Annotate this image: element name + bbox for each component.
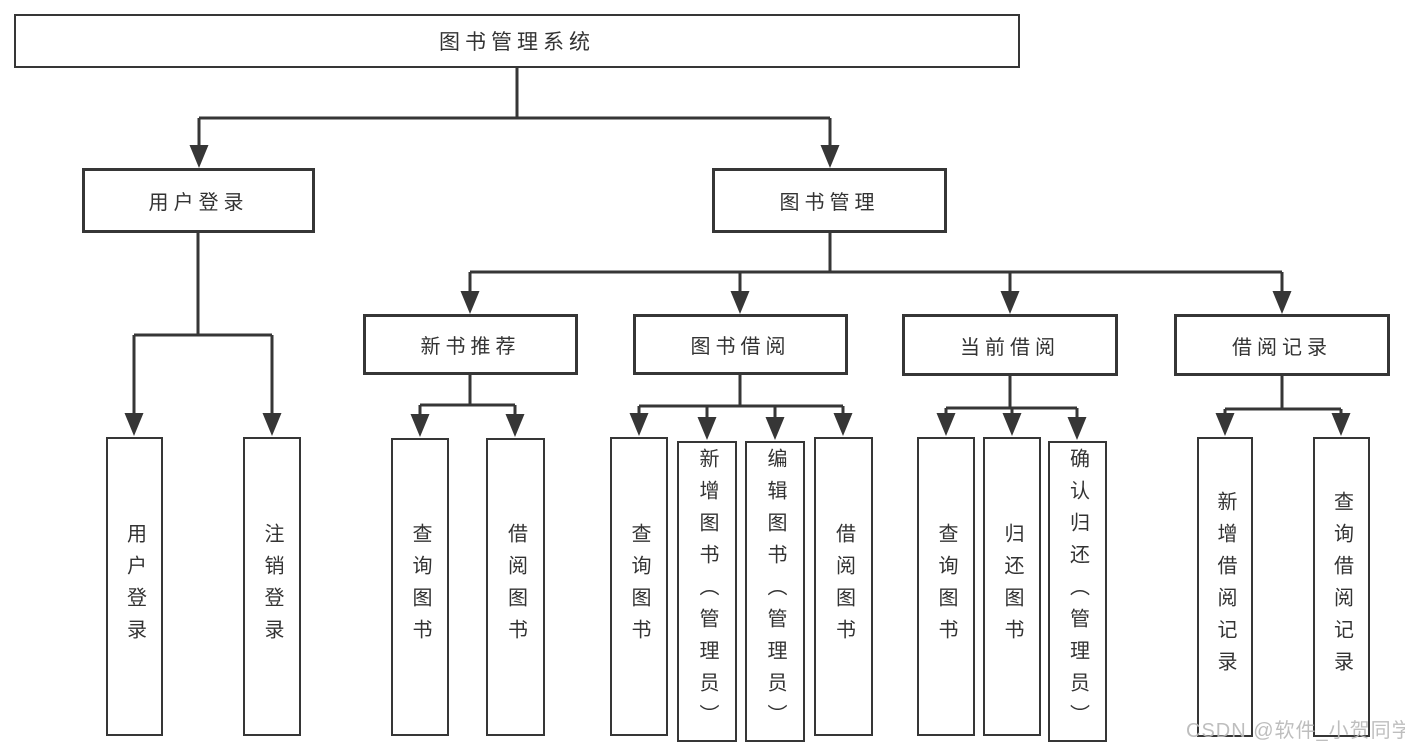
node-label: 新书推荐: [420, 336, 521, 358]
leaf-label: 借阅图书: [504, 523, 527, 651]
leaf-add-borrow-record: 新增借阅记录: [1197, 437, 1253, 737]
leaf-label: 查询图书: [409, 523, 431, 651]
leaf-label: 新增借阅记录: [1214, 491, 1236, 683]
leaf-label: 借阅图书: [832, 522, 855, 651]
node-label: 图书管理: [779, 192, 880, 214]
leaf-label: 新增图书（管理员）: [696, 447, 718, 736]
node-book-management: 图书管理: [712, 168, 947, 233]
leaf-query-books-borrow: 查询图书: [610, 437, 668, 736]
leaf-query-borrow-record: 查询借阅记录: [1313, 437, 1370, 737]
leaf-logout: 注销登录: [243, 437, 301, 736]
node-label: 借阅记录: [1232, 336, 1332, 359]
leaf-label: 归还图书: [1001, 522, 1023, 651]
node-label: 当前借阅: [960, 336, 1060, 359]
leaf-query-books-current: 查询图书: [917, 437, 975, 736]
node-label: 用户登录: [148, 192, 249, 214]
leaf-confirm-return-admin: 确认归还（管理员）: [1048, 441, 1107, 742]
leaf-borrow-books-recommend: 借阅图书: [486, 438, 545, 736]
leaf-label: 查询图书: [628, 522, 650, 651]
csdn-watermark: CSDN @软件_小贺同学: [1186, 720, 1405, 742]
node-library-management-system: 图书管理系统: [14, 14, 1020, 68]
leaf-query-books-recommend: 查询图书: [391, 438, 449, 736]
leaf-label: 编辑图书（管理员）: [764, 447, 786, 736]
node-new-book-recommend: 新书推荐: [363, 314, 578, 375]
node-label: 图书管理系统: [439, 31, 595, 54]
node-book-borrowing: 图书借阅: [633, 314, 848, 375]
node-borrowing-records: 借阅记录: [1174, 314, 1390, 376]
node-label: 图书借阅: [690, 336, 791, 358]
leaf-add-books-admin: 新增图书（管理员）: [677, 441, 737, 742]
node-user-login: 用户登录: [82, 168, 315, 233]
leaf-return-books: 归还图书: [983, 437, 1041, 736]
node-current-borrowing: 当前借阅: [902, 314, 1118, 376]
leaf-label: 查询借阅记录: [1330, 491, 1353, 683]
leaf-edit-books-admin: 编辑图书（管理员）: [745, 441, 805, 742]
leaf-label: 用户登录: [123, 522, 146, 651]
leaf-label: 查询图书: [935, 522, 957, 651]
arrowheads: [124, 145, 1351, 440]
tree-edges: [132, 67, 1343, 424]
leaf-borrow-books: 借阅图书: [814, 437, 873, 736]
leaf-user-login: 用户登录: [106, 437, 163, 736]
leaf-label: 注销登录: [261, 522, 283, 651]
leaf-label: 确认归还（管理员）: [1066, 447, 1089, 736]
